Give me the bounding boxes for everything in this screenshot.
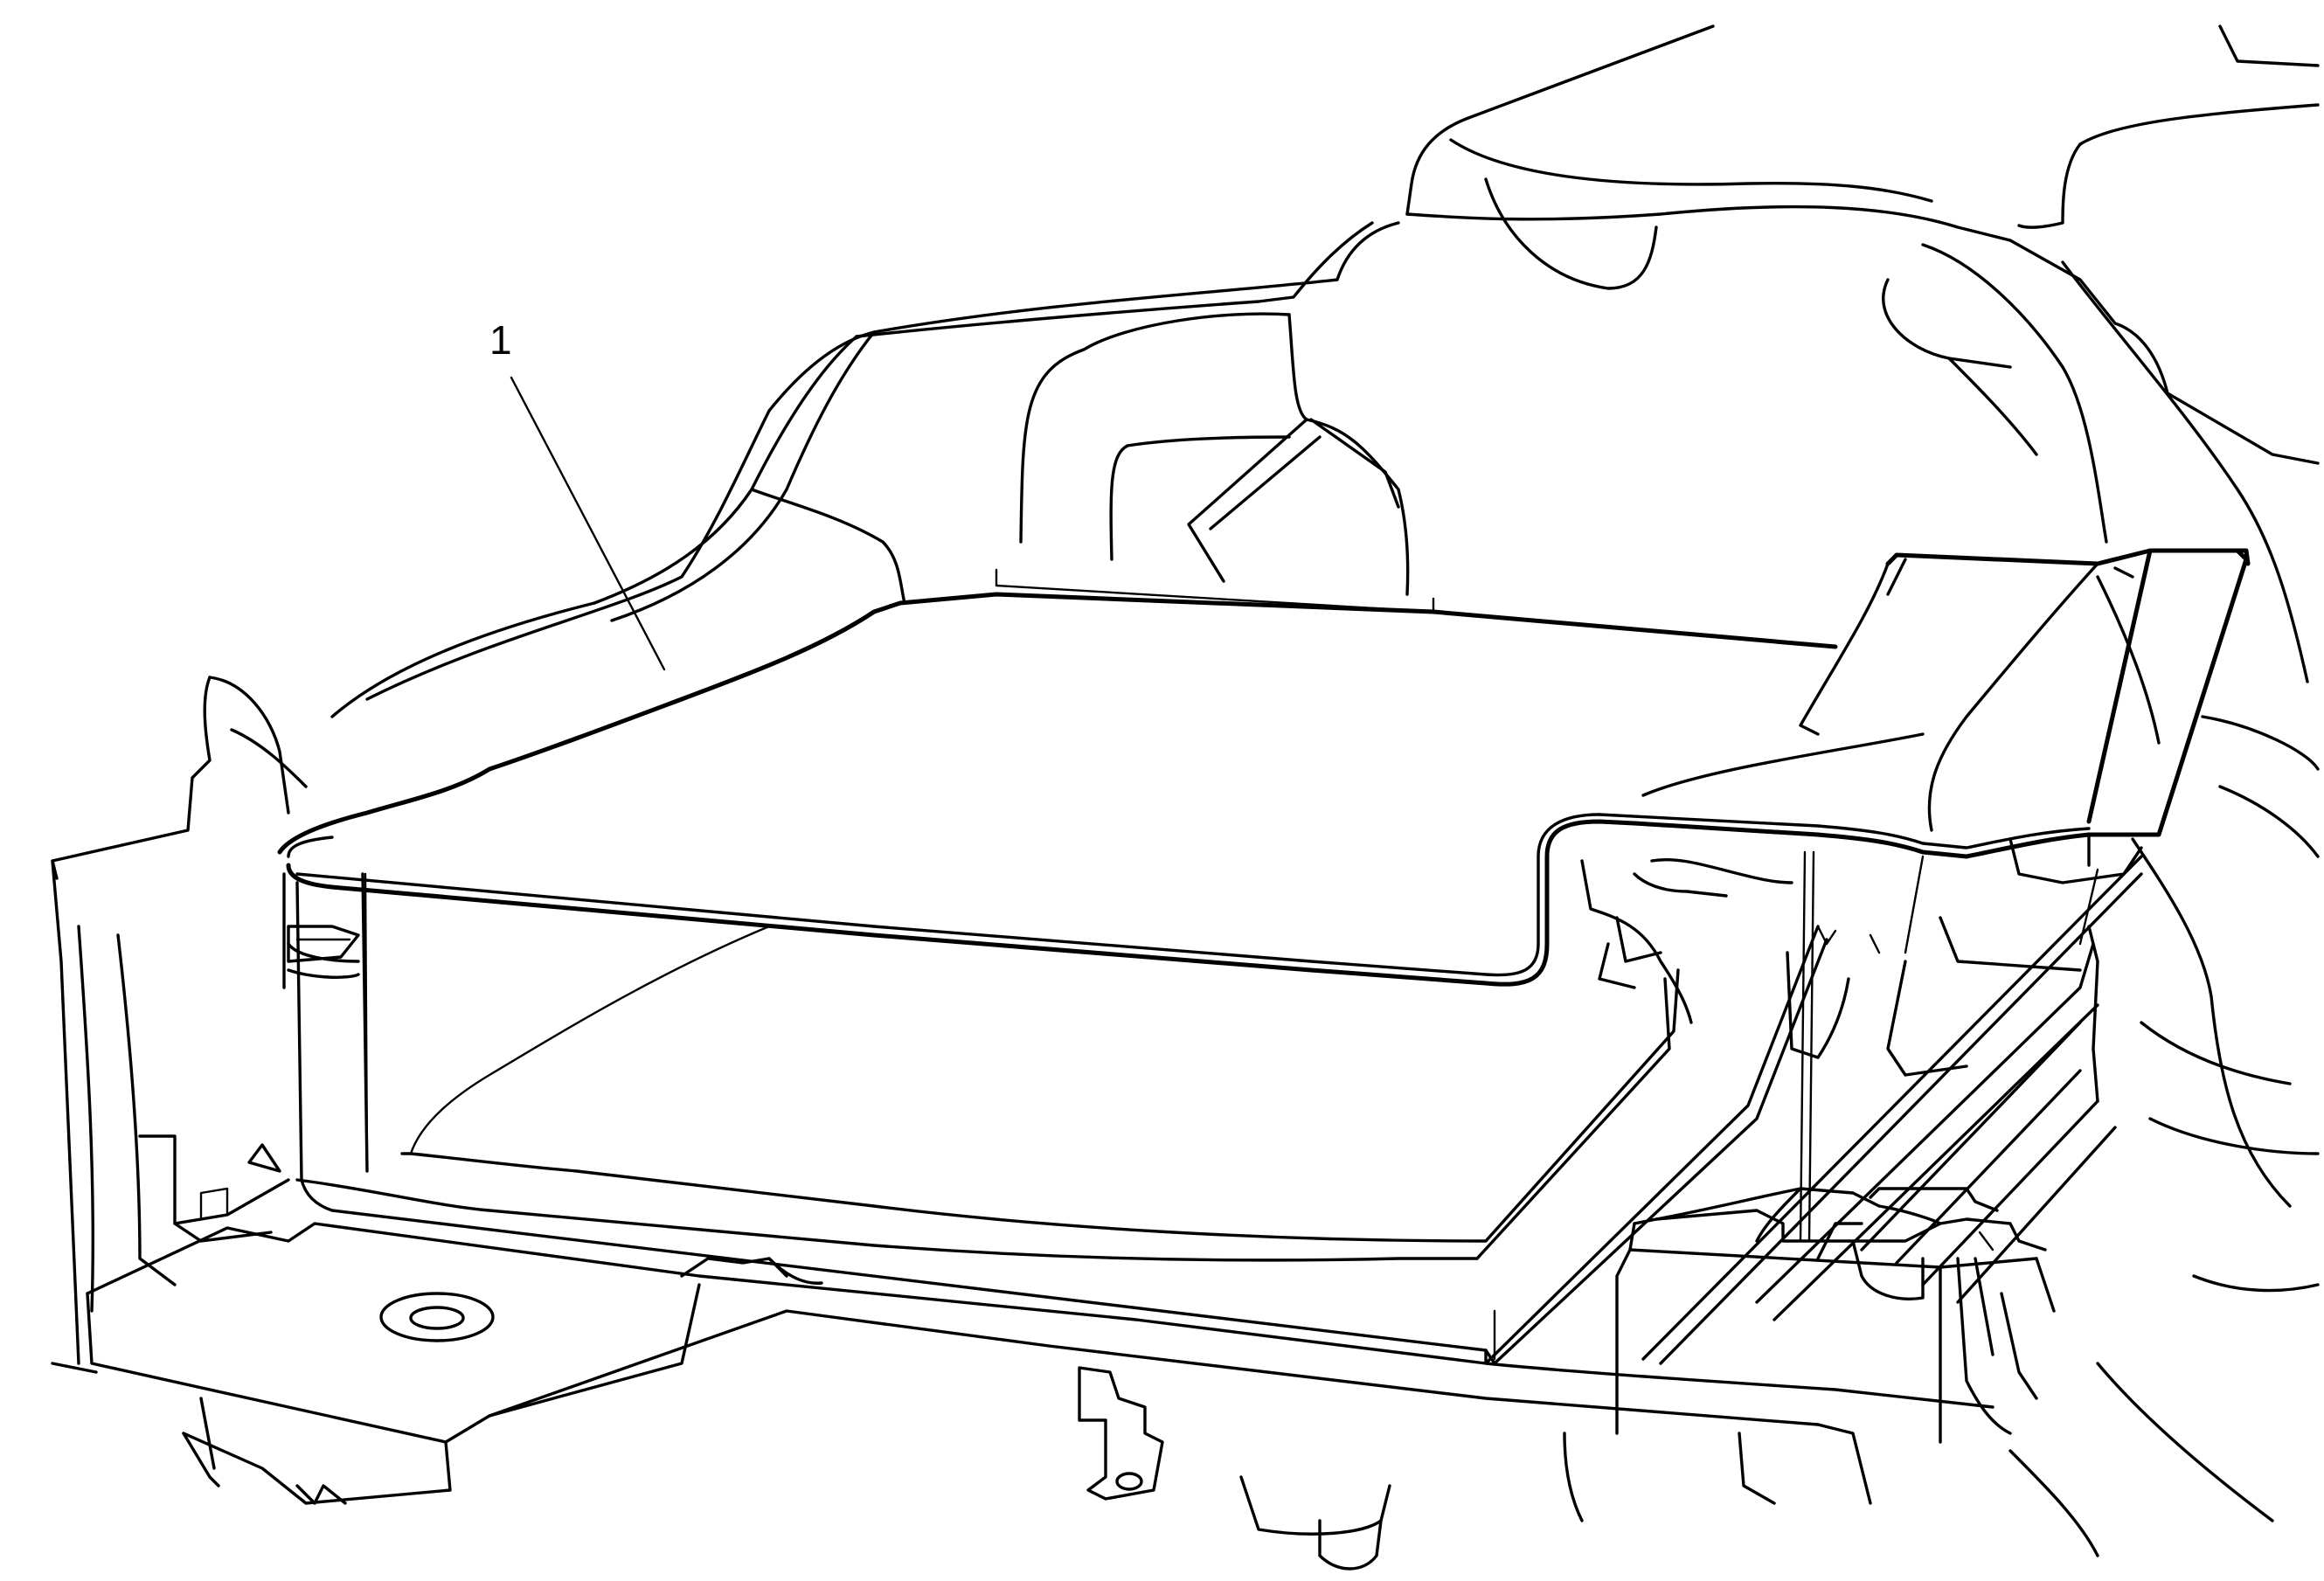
- cargo-floor-panel-top-edge: [277, 592, 1838, 855]
- floor-drain-plug-inner: [409, 1306, 465, 1330]
- cargo-floor-panel: [277, 548, 2251, 1243]
- right-floor-rails: [1615, 855, 2143, 1444]
- panel-support-strut-left: [364, 872, 369, 1168]
- callout-leader-line: [510, 376, 666, 671]
- floor-drain-plug-outer: [379, 1292, 495, 1342]
- left-trunk-sidewall: [51, 676, 360, 1374]
- latch-bracket: [1078, 1366, 1164, 1501]
- trunk-floor: [86, 872, 1994, 1571]
- panel-support-strut-right: [1799, 850, 1807, 1243]
- callout-1: 1: [489, 317, 666, 671]
- callout-label-1: 1: [489, 317, 512, 363]
- vehicle-body-outline: [330, 24, 2320, 1557]
